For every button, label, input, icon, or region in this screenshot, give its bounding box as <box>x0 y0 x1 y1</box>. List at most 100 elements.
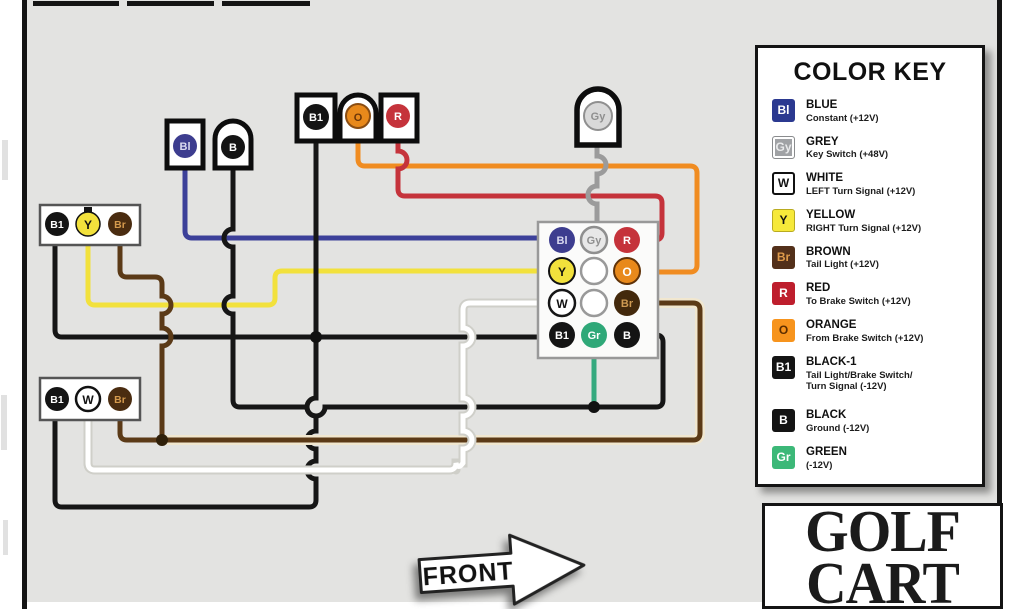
junction-dot-brown <box>156 434 168 446</box>
color-key-row-red: R RED To Brake Switch (+12V) <box>758 282 982 308</box>
swatch-yellow: Y <box>772 209 795 233</box>
color-key-row-white: W WHITE LEFT Turn Signal (+12V) <box>758 172 982 198</box>
swatch-brown: Br <box>772 245 795 269</box>
color-desc: To Brake Switch (+12V) <box>806 296 911 308</box>
tail-left-w-label: W <box>82 393 94 407</box>
terminal-gy-label: Gy <box>587 235 603 247</box>
color-name: BLUE <box>806 99 838 111</box>
wire-black1-lower-loop <box>52 334 319 510</box>
color-desc: LEFT Turn Signal (+12V) <box>806 186 916 198</box>
terminal-b1-label: B1 <box>555 330 569 342</box>
golf-cart-logo: GOLF CART <box>762 503 1003 609</box>
color-key-title: COLOR KEY <box>793 58 947 86</box>
bulb-blue-label: Bl <box>180 141 191 153</box>
tail-right-br-label: Br <box>114 219 126 231</box>
swatch-white: W <box>772 172 795 196</box>
tail-left-b1-label: B1 <box>50 394 64 406</box>
page-right-border <box>997 0 1002 609</box>
wire-white <box>85 300 552 473</box>
color-key-row-yellow: Y YELLOW RIGHT Turn Signal (+12V) <box>758 209 982 235</box>
tail-light-right-box: B1 Y Br <box>38 203 142 247</box>
color-desc: (-12V) <box>806 459 833 471</box>
color-key-row-grey: Gy GREY Key Switch (+48V) <box>758 135 982 162</box>
wire-brown-lower <box>117 415 165 443</box>
swatch-orange: O <box>772 319 795 343</box>
terminal-o-label: O <box>622 265 631 279</box>
bulb-black1: B1 <box>294 92 338 144</box>
swatch-green: Gr <box>772 445 795 469</box>
color-key-row-black1: B1 BLACK-1 Tail Light/Brake Switch/ Turn… <box>758 355 982 394</box>
bulb-black1-label: B1 <box>309 112 323 124</box>
color-key-row-brown: Br BROWN Tail Light (+12V) <box>758 245 982 272</box>
color-name: RED <box>806 282 831 295</box>
color-name: GREY <box>806 135 839 148</box>
color-name: ORANGE <box>806 319 857 332</box>
bulb-red: R <box>378 92 420 144</box>
bulb-black-ground: B <box>212 118 254 171</box>
wire-black-ground <box>221 161 666 419</box>
junction-dot-black1 <box>310 331 322 343</box>
terminal-y-label: Y <box>558 265 566 279</box>
page-top-edge-dashes <box>33 1 310 6</box>
wire-orange <box>355 135 700 275</box>
color-name: BLACK <box>806 409 847 422</box>
color-name: BLACK-1 <box>806 355 857 368</box>
color-desc: Key Switch (+48V) <box>806 149 889 161</box>
bulb-grey-keyswitch: Gy <box>574 86 622 148</box>
terminal-r-label: R <box>623 235 631 247</box>
color-name: BROWN <box>806 245 851 258</box>
tail-right-b1-label: B1 <box>50 219 64 231</box>
logo-line-2: CART <box>806 551 960 609</box>
color-name: WHITE <box>806 172 844 185</box>
wire-black1-horizontal <box>52 237 552 340</box>
page-edge-smudge <box>1 395 7 450</box>
color-key-row-blue: Bl BLUE Constant (+12V) <box>758 99 982 125</box>
swatch-grey: Gy <box>772 135 795 159</box>
color-key-row-orange: O ORANGE From Brake Switch (+12V) <box>758 319 982 345</box>
color-name: GREEN <box>806 445 847 458</box>
color-key-panel: COLOR KEY Bl BLUE Constant (+12V) Gy GRE… <box>755 45 985 487</box>
color-desc: Tail Light/Brake Switch/ <box>806 369 913 381</box>
color-desc: RIGHT Turn Signal (+12V) <box>806 222 922 234</box>
color-desc: From Brake Switch (+12V) <box>806 332 924 344</box>
bulb-grey-label: Gy <box>591 111 607 123</box>
terminal-br-label: Br <box>621 298 634 310</box>
color-desc: Constant (+12V) <box>806 112 879 124</box>
junction-dot-ground-green <box>588 401 600 413</box>
bulb-blue: Bl <box>164 118 206 171</box>
tail-right-y-label: Y <box>84 218 92 232</box>
logo-line-1: GOLF <box>805 503 961 565</box>
page-left-border <box>22 0 27 609</box>
wire-yellow <box>85 237 552 308</box>
front-arrow-label: FRONT <box>422 557 515 591</box>
bulb-red-label: R <box>394 111 402 123</box>
tail-light-left-box: B1 W Br <box>38 376 142 422</box>
color-name: YELLOW <box>806 209 856 222</box>
swatch-black: B <box>772 409 795 433</box>
color-key-row-green: Gr GREEN (-12V) <box>758 445 982 472</box>
swatch-black1: B1 <box>772 355 795 379</box>
terminal-b-label: B <box>623 330 631 342</box>
front-arrow: FRONT <box>417 533 586 606</box>
swatch-red: R <box>772 282 795 306</box>
bulb-black-label: B <box>229 142 237 154</box>
color-desc: Ground (-12V) <box>806 423 870 435</box>
bulb-orange: O <box>337 92 379 144</box>
wire-grey <box>585 139 609 230</box>
wire-brown-main <box>159 300 703 443</box>
terminal-gr-label: Gr <box>588 330 602 342</box>
wire-red <box>395 135 665 243</box>
bulb-orange-label: O <box>354 112 363 124</box>
wire-brown-upper <box>117 237 174 443</box>
wires <box>52 135 705 510</box>
wire-blue <box>182 161 552 241</box>
page-edge-smudge <box>3 520 8 555</box>
connector-block: Bl Gy R Y O W Br B1 Gr B <box>536 220 660 360</box>
swatch-blue: Bl <box>772 99 795 122</box>
page-edge-smudge <box>2 140 8 180</box>
color-key-row-black: B BLACK Ground (-12V) <box>758 409 982 435</box>
color-desc: Tail Light (+12V) <box>806 259 879 271</box>
tail-left-br-label: Br <box>114 394 126 406</box>
terminal-w-label: W <box>556 297 568 311</box>
